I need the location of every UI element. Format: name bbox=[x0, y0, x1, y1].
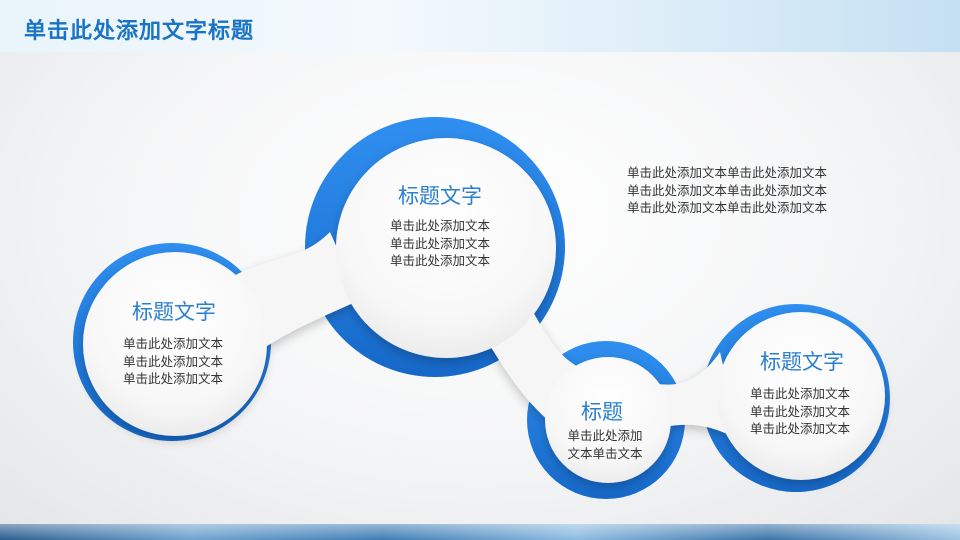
node-2-title[interactable]: 标题文字 bbox=[398, 184, 482, 208]
node-3-body[interactable]: 单击此处添加 文本单击文本 bbox=[550, 427, 660, 462]
page-title[interactable]: 单击此处添加文字标题 bbox=[24, 19, 255, 44]
node-4-title[interactable]: 标题文字 bbox=[760, 350, 844, 374]
node-1-line-3: 单击此处添加文本 bbox=[122, 371, 223, 386]
node-4-line-2: 单击此处添加文本 bbox=[749, 403, 850, 419]
side-line-1: 单击此处添加文本单击此处添加文本 bbox=[627, 165, 828, 180]
node-2-line-3: 单击此处添加文本 bbox=[389, 253, 490, 268]
chain-shape bbox=[83, 138, 885, 483]
header-bar: 单击此处添加文字标题 bbox=[0, 0, 960, 52]
node-4-line-3: 单击此处添加文本 bbox=[749, 421, 850, 436]
node-1-line-2: 单击此处添加文本 bbox=[122, 353, 223, 369]
footer-sheen bbox=[0, 524, 960, 540]
node-1-body[interactable]: 单击此处添加文本 单击此处添加文本 单击此处添加文本 bbox=[98, 335, 248, 388]
node-1-line-1: 单击此处添加文本 bbox=[122, 336, 223, 351]
node-3-line-1: 单击此处添加 bbox=[567, 428, 643, 443]
node-3-line-2: 文本单击文本 bbox=[567, 445, 643, 461]
node-4-body[interactable]: 单击此处添加文本 单击此处添加文本 单击此处添加文本 bbox=[725, 385, 875, 438]
node-1-title[interactable]: 标题文字 bbox=[132, 300, 216, 324]
node-2-line-1: 单击此处添加文本 bbox=[389, 218, 490, 233]
footer-banner bbox=[0, 524, 960, 540]
node-4-line-1: 单击此处添加文本 bbox=[749, 386, 850, 401]
side-line-2: 单击此处添加文本单击此处添加文本 bbox=[627, 182, 828, 198]
node-2-line-2: 单击此处添加文本 bbox=[389, 235, 490, 251]
node-3-title[interactable]: 标题 bbox=[581, 400, 623, 424]
node-2-body[interactable]: 单击此处添加文本 单击此处添加文本 单击此处添加文本 bbox=[365, 217, 515, 270]
side-line-3: 单击此处添加文本单击此处添加文本 bbox=[627, 200, 828, 215]
side-paragraph[interactable]: 单击此处添加文本单击此处添加文本 单击此处添加文本单击此处添加文本 单击此处添加… bbox=[627, 164, 827, 217]
